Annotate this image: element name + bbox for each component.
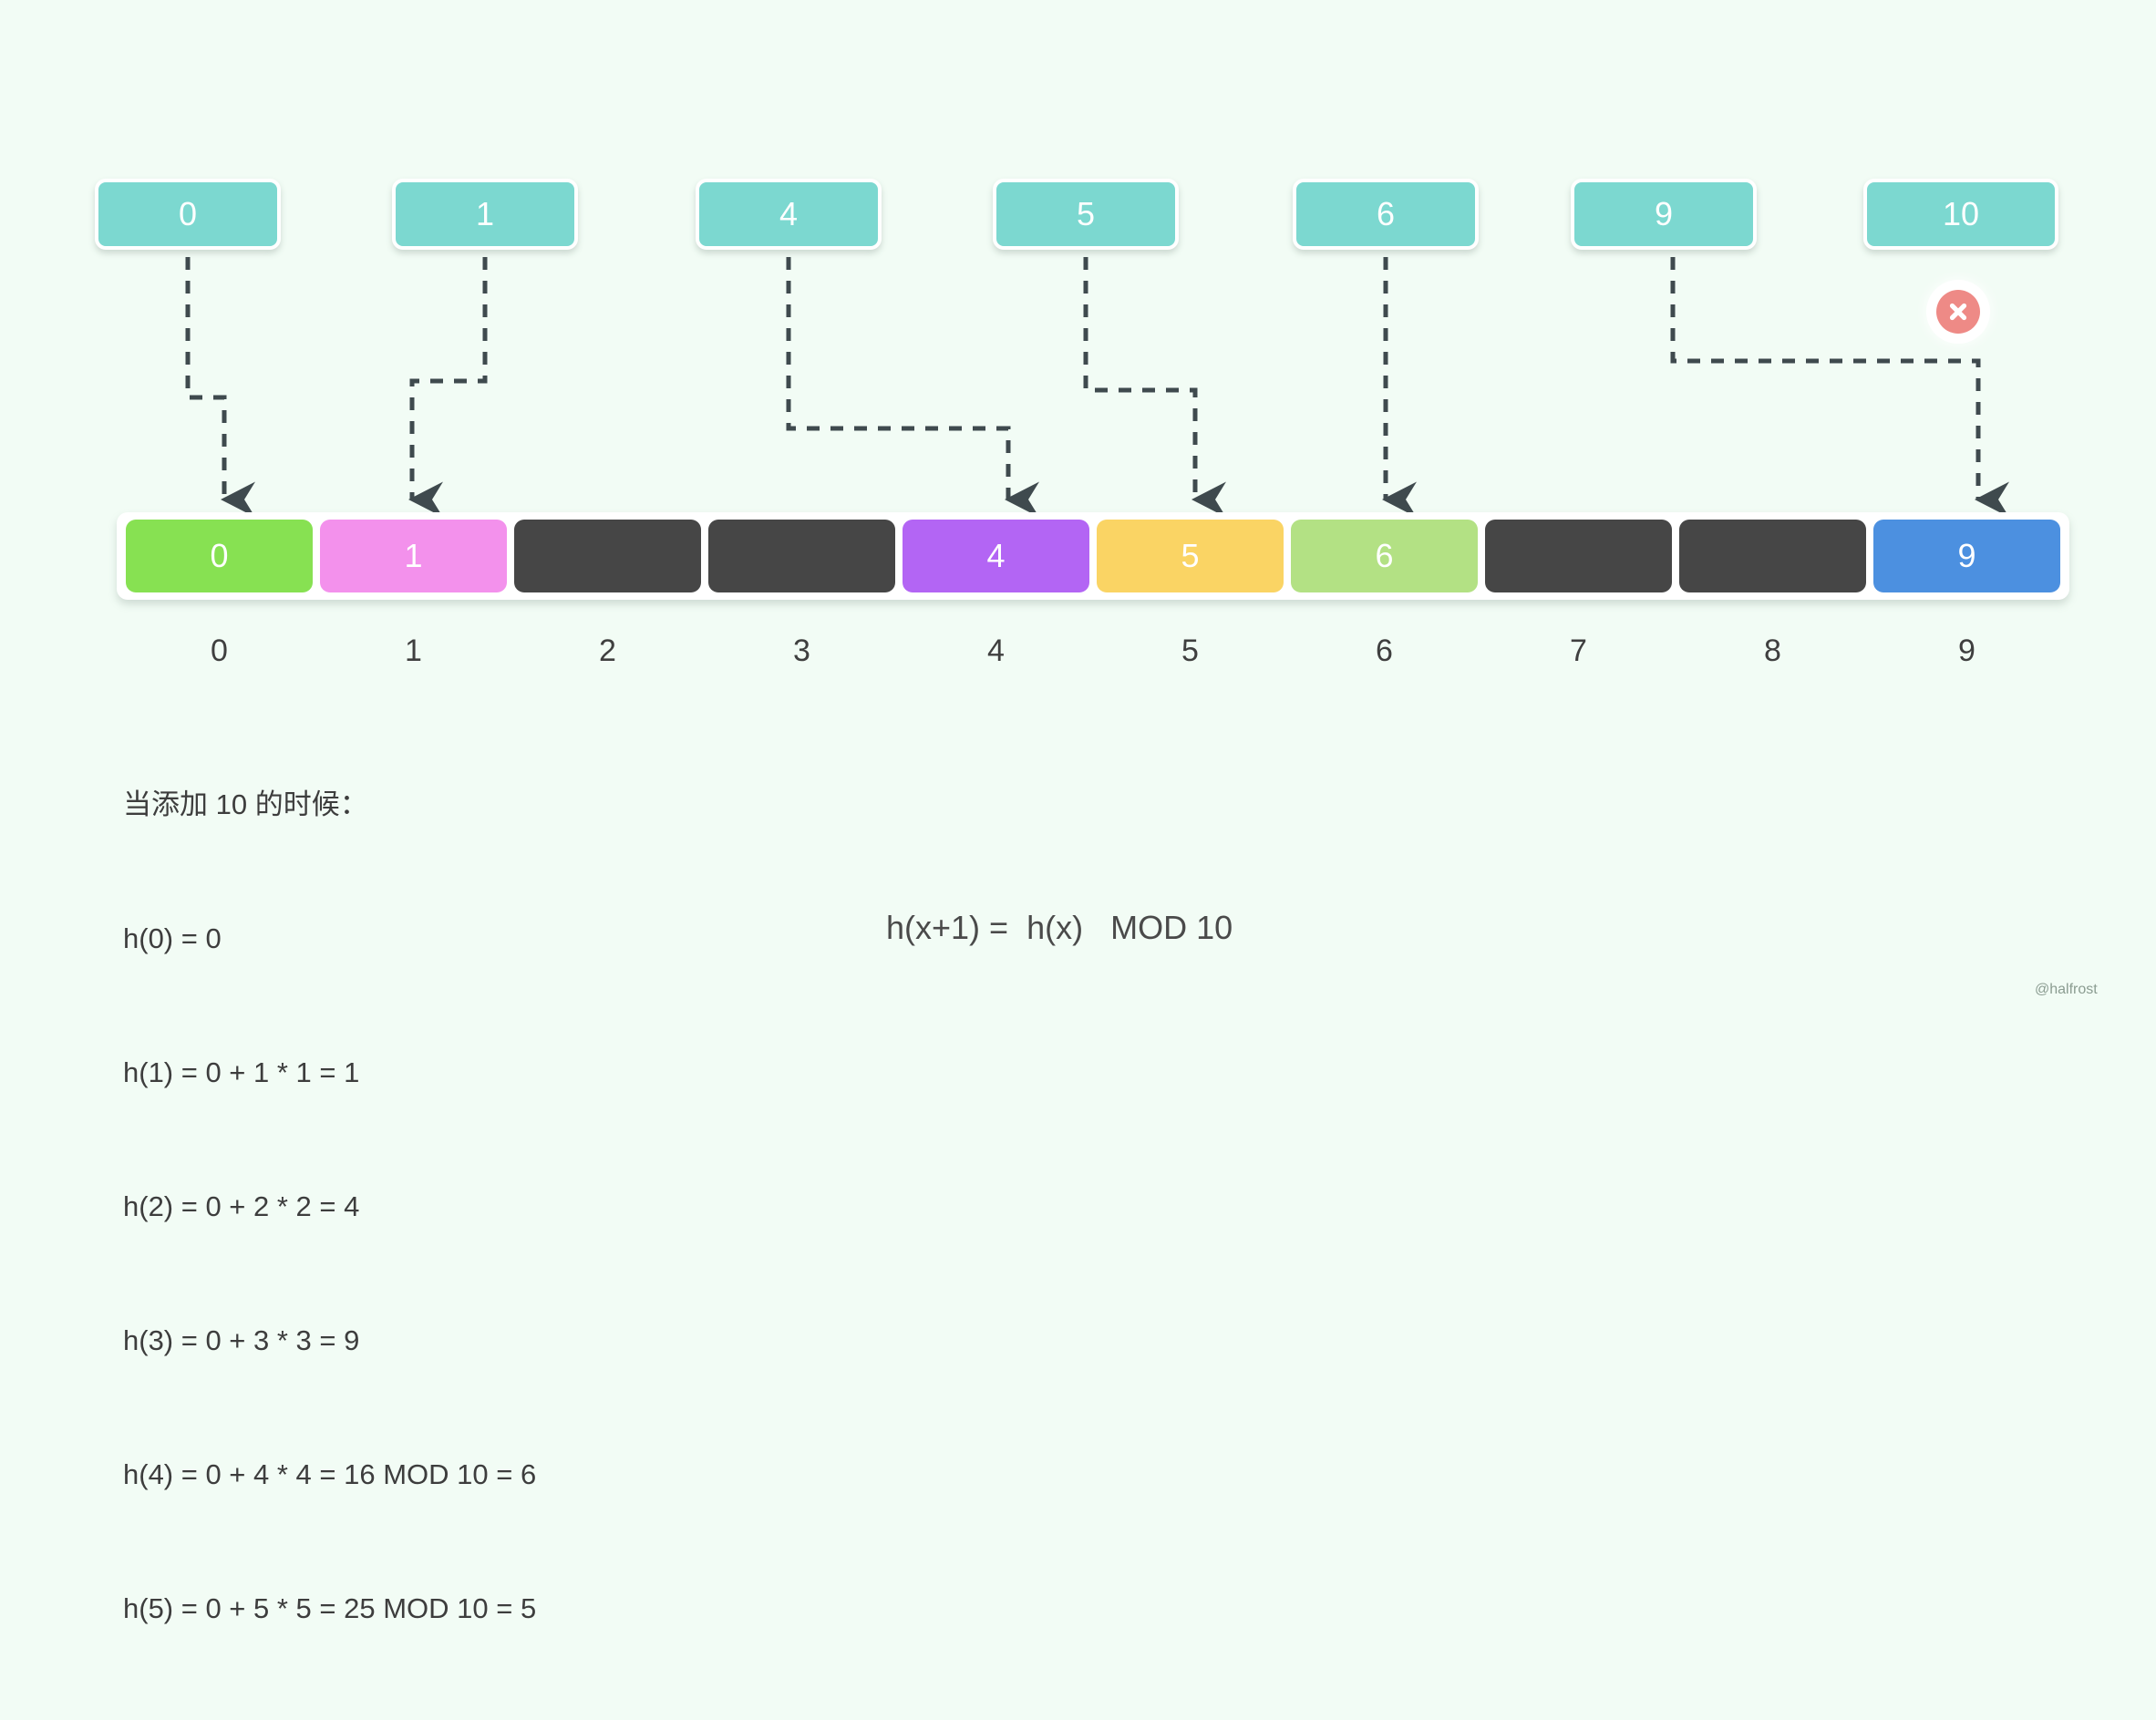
calc-line: h(0) = 0 xyxy=(123,922,222,954)
index-label-row: 0 1 2 3 4 5 6 7 8 9 xyxy=(117,629,2069,673)
key-box-9[interactable]: 9 xyxy=(1571,179,1757,250)
calc-line: h(1) = 0 + 1 * 1 = 1 xyxy=(123,1056,360,1088)
connector-key-5-to-slot-5 xyxy=(1083,257,1227,518)
key-box-10[interactable]: 10 xyxy=(1863,179,2058,250)
slot-index-label: 7 xyxy=(1570,633,1587,668)
key-box-label: 4 xyxy=(779,195,799,232)
key-box-label: 10 xyxy=(1942,195,1980,232)
probe-calculation-block: 当添加 10 的时候： h(0) = 0 h(1) = 0 + 1 * 1 = … xyxy=(123,693,536,1720)
calc-line: h(4) = 0 + 4 * 4 = 16 MOD 10 = 6 xyxy=(123,1458,537,1490)
table-slot-empty[interactable] xyxy=(514,520,701,592)
key-box-4[interactable]: 4 xyxy=(696,179,882,250)
slot-index-label: 4 xyxy=(987,633,1005,668)
connector-key-4-to-slot-4 xyxy=(786,257,1040,518)
table-slot[interactable]: 6 xyxy=(1291,520,1478,592)
diagram-canvas: 0 1 4 5 6 9 10 0 1 4 xyxy=(95,179,2098,1624)
slot-value: 9 xyxy=(1957,537,1976,574)
connector-key-0-to-slot-0 xyxy=(185,257,256,518)
connector-key-9-to-slot-9 xyxy=(1670,257,2010,518)
key-box-6[interactable]: 6 xyxy=(1293,179,1479,250)
slot-value: 0 xyxy=(210,537,229,574)
table-slot-empty[interactable] xyxy=(1679,520,1866,592)
slot-index-label: 2 xyxy=(599,633,616,668)
slot-value: 1 xyxy=(404,537,423,574)
calc-line: h(5) = 0 + 5 * 5 = 25 MOD 10 = 5 xyxy=(123,1592,537,1624)
table-slot[interactable]: 5 xyxy=(1097,520,1284,592)
key-box-0[interactable]: 0 xyxy=(95,179,281,250)
key-box-label: 5 xyxy=(1076,195,1096,232)
slot-index-label: 6 xyxy=(1376,633,1393,668)
hash-formula: h(x+1) = h(x) MOD 10 xyxy=(886,909,1233,946)
slot-index-label: 3 xyxy=(793,633,810,668)
hash-table-array: 0 1 4 5 6 9 xyxy=(117,512,2069,600)
slot-index-label: 5 xyxy=(1181,633,1199,668)
slot-index-label: 8 xyxy=(1764,633,1781,668)
calc-line: h(2) = 0 + 2 * 2 = 4 xyxy=(123,1190,360,1222)
slot-value: 5 xyxy=(1181,537,1200,574)
slot-index-label: 1 xyxy=(405,633,422,668)
calc-line: 当添加 10 的时候： xyxy=(123,788,368,820)
slot-value: 4 xyxy=(986,537,1006,574)
key-box-label: 6 xyxy=(1376,195,1396,232)
key-box-label: 9 xyxy=(1654,195,1674,232)
slot-value: 6 xyxy=(1375,537,1394,574)
key-box-5[interactable]: 5 xyxy=(993,179,1179,250)
key-box-label: 0 xyxy=(178,195,198,232)
slot-index-label: 9 xyxy=(1958,633,1975,668)
error-circle-x-icon xyxy=(1936,290,1980,334)
table-slot[interactable]: 0 xyxy=(126,520,313,592)
table-slot-empty[interactable] xyxy=(1485,520,1672,592)
table-slot-empty[interactable] xyxy=(708,520,895,592)
key-box-1[interactable]: 1 xyxy=(392,179,578,250)
table-slot[interactable]: 4 xyxy=(903,520,1089,592)
slot-index-label: 0 xyxy=(211,633,228,668)
table-slot[interactable]: 9 xyxy=(1873,520,2060,592)
connector-key-1-to-slot-1 xyxy=(408,257,488,518)
key-box-label: 1 xyxy=(475,195,495,232)
watermark: @halfrost xyxy=(2035,982,2098,997)
table-slot[interactable]: 1 xyxy=(320,520,507,592)
calc-line: h(3) = 0 + 3 * 3 = 9 xyxy=(123,1324,360,1356)
